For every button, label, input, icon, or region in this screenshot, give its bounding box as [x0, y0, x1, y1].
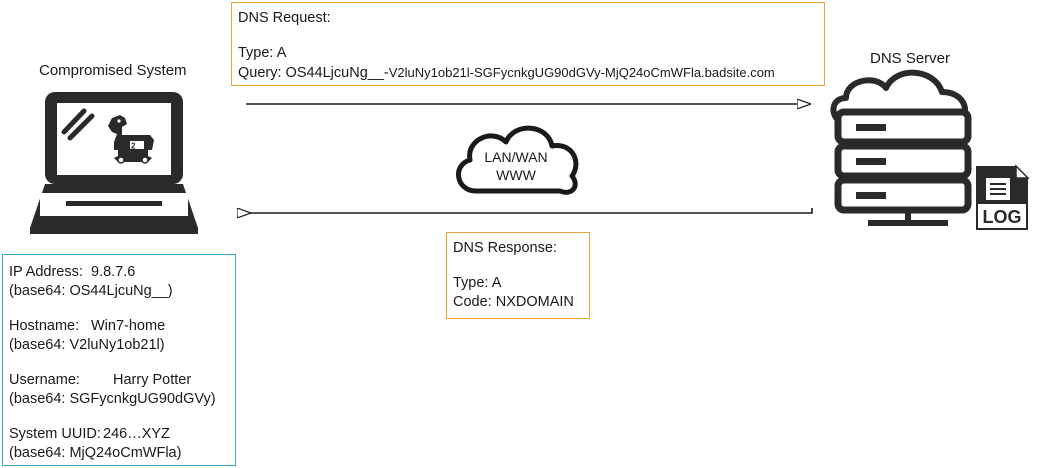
info-value: Harry Potter [113, 372, 192, 388]
info-row: Hostname: Win7-home [9, 317, 229, 336]
cloud-label-line1: LAN/WAN [484, 149, 547, 165]
info-value: 246…XYZ [103, 426, 170, 442]
info-encoded: (base64: OS44LjcuNg__) [9, 283, 173, 299]
dns-server-label: DNS Server [870, 50, 951, 67]
request-title: DNS Request: [238, 10, 331, 26]
info-encoded: (base64: MjQ24oCmWFla) [9, 445, 182, 461]
cloud-icon [456, 125, 579, 195]
info-row: System UUID:246…XYZ [9, 425, 229, 444]
info-encoded: (base64: V2luNy1ob21l) [9, 337, 165, 353]
info-key: Username: [9, 372, 80, 388]
response-arrow [250, 208, 813, 213]
log-file-icon: LOG [976, 164, 1030, 230]
response-type: Type: A [453, 275, 502, 291]
info-row: Username: Harry Potter [9, 371, 229, 390]
cloud-label-line2: WWW [496, 167, 536, 183]
trojan-horse-icon: 2 [108, 115, 154, 164]
request-type: Type: A [238, 45, 287, 61]
svg-text:2: 2 [131, 142, 136, 151]
system-info-box: IP Address: 9.8.7.6 (base64: OS44LjcuNg__… [2, 254, 236, 466]
info-row: IP Address: 9.8.7.6 [9, 263, 229, 282]
request-query: Query: OS44LjcuNg__-V2luNy1ob21l-SGFycnk… [238, 63, 818, 82]
server-icon [830, 69, 972, 226]
info-key: IP Address: [9, 264, 83, 280]
response-title: DNS Response: [453, 240, 557, 256]
log-label: LOG [983, 207, 1022, 227]
info-value: 9.8.7.6 [91, 264, 136, 280]
info-encoded: (base64: SGFycnkgUG90dGVy) [9, 391, 216, 407]
compromised-system-label: Compromised System [39, 62, 187, 79]
info-key: System UUID: [9, 426, 101, 442]
info-key: Hostname: [9, 318, 80, 334]
info-value: Win7-home [91, 318, 166, 334]
dns-response-box: DNS Response: Type: A Code: NXDOMAIN [446, 232, 590, 319]
request-query-prefix: Query: OS44LjcuNg__- [238, 65, 389, 81]
laptop-icon: 2 [30, 92, 198, 234]
response-code: Code: NXDOMAIN [453, 294, 574, 310]
request-query-suffix: V2luNy1ob21l-SGFycnkgUG90dGVy-MjQ24oCmWF… [388, 65, 775, 80]
dns-request-box: DNS Request: Type: A Query: OS44LjcuNg__… [231, 2, 825, 86]
